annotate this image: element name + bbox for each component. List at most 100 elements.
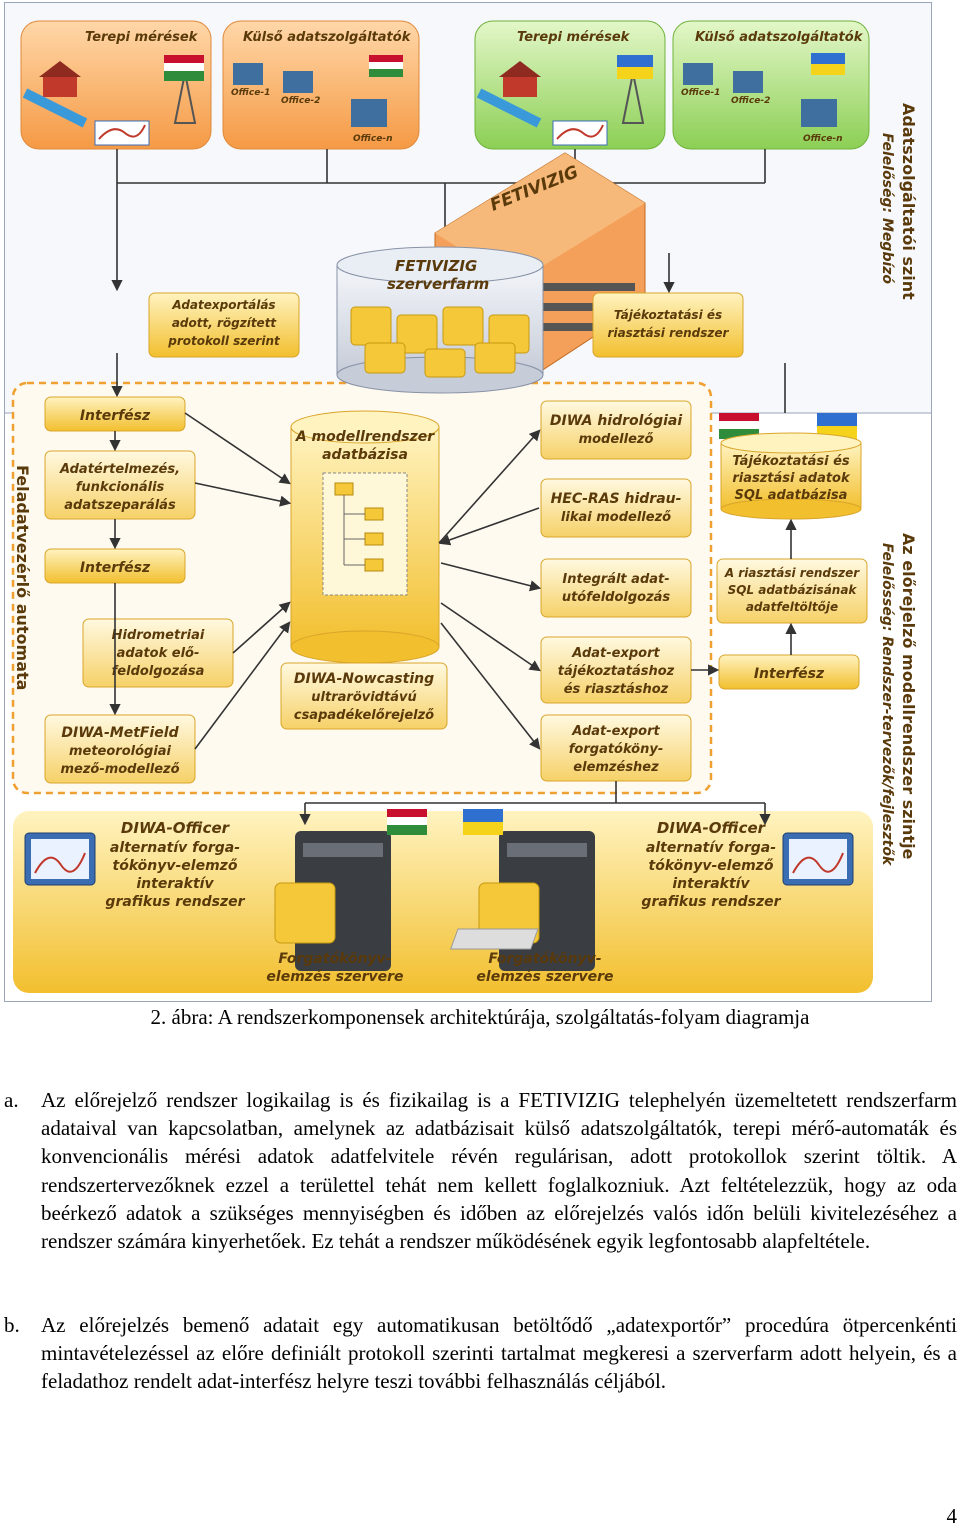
data-export-box: Adatexportálás adott, rögzített protokol… [148,292,300,358]
hecras-line-2: likai modellező [561,510,671,525]
srv1-line-2: elemzés szervere [266,969,403,985]
field-ua-label: Terepi mérések [517,30,631,45]
level-mid-resp: Felelősség: Rendszer-tervezők/fejlesztők [879,543,895,867]
interp-line-2: funkcionális [76,480,165,495]
level-top-resp: Felelőség: Megbízó [879,133,895,284]
bottom-officer-region [13,811,873,993]
nowcast-line-1: DIWA-Nowcasting [294,671,434,687]
external-providers-ua: Külső adatszolgáltatók Office-1 Office-2… [672,20,870,150]
nowcast-line-2: ultrarövidtávú [311,690,416,705]
srv1-line-1: Forgatókönyv- [278,951,391,967]
officer-r-line-4: interaktív [672,876,750,892]
metfield-line-3: mező-modellező [60,762,179,777]
level-left-label: Feladatvezérlő automata [13,465,32,690]
hydro-line-3: feldolgozása [112,664,205,679]
srv2-line-1: Forgatókönyv- [488,951,601,967]
interface-3-label: Interfész [754,666,825,682]
officer-left: DIWA-Officer alternatív forga- tókönyv-e… [24,819,246,910]
export-alert-box: Adat-export tájékoztatáshoz és riasztásh… [540,636,692,704]
sqldb-line-1: Tájékoztatási és [732,454,850,469]
sqldb-line-3: SQL adatbázisa [735,488,848,503]
serverfarm-label-1: FETIVIZIG [395,257,477,275]
exp-book-line-3: elemzéshez [573,760,659,775]
export-line-1: Adatexportálás [171,298,275,312]
level-mid-label: Az előrejelző modellrendszer szintje [899,533,918,860]
item-a-marker: a. [4,1088,19,1112]
hecras-line-1: HEC-RAS hidrau- [551,491,682,507]
metfield-line-1: DIWA-MetField [61,725,179,741]
ext-hu-label: Külső adatszolgáltatók [243,30,412,45]
exp-book-line-2: forgatóköny- [569,742,663,757]
sqlfill-line-1: A riasztási rendszer [724,566,860,580]
figure-caption: 2. ábra: A rendszerkomponensek architekt… [150,1005,810,1029]
interp-line-3: adatszeparálás [64,498,176,513]
serverfarm-label-2: szerverfarm [387,275,489,293]
office1-label-ua: Office-1 [681,88,720,98]
office2-label: Office-2 [281,96,320,106]
interface-1: Interfész [44,396,186,432]
level-top-label: Adatszolgáltatói szint [899,103,918,300]
integr-line-2: utófeldolgozás [562,590,671,605]
exp-book-line-1: Adat-export [571,724,660,739]
scenario-server-hu: Forgatókönyv- elemzés szervere [266,809,427,985]
officer-line-4: interaktív [136,876,214,892]
sql-filler-box: A riasztási rendszer SQL adatbázisának a… [716,558,868,624]
office2-label-ua: Office-2 [731,96,770,106]
alert-line-2: riasztási rendszer [608,326,730,340]
field-measurements-hu: Terepi mérések [20,20,212,150]
sqlfill-line-2: SQL adatbázisának [728,583,858,597]
officer-right: DIWA-Officer alternatív forga- tókönyv-e… [450,819,854,950]
item-a-paragraph: Az előrejelző rendszer logikailag is és … [41,1088,957,1254]
officer-r-line-5: grafikus rendszer [641,894,781,910]
integr-line-1: Integrált adat- [562,572,669,587]
export-line-3: protokoll szerint [167,334,281,348]
exp-alert-line-3: és riasztáshoz [564,682,669,697]
modeldb-line-2: adatbázisa [322,447,408,463]
export-line-2: adott, rögzített [172,316,278,330]
officer-r-line-2: alternatív forga- [646,840,776,856]
exp-alert-line-1: Adat-export [571,646,660,661]
item-b-marker: b. [4,1313,20,1337]
external-providers-hu: Külső adatszolgáltatók Office-1 Office-2… [222,20,420,150]
metfield-box: DIWA-MetField meteorológiai mező-modelle… [44,714,196,784]
interp-line-1: Adatértelmezés, [59,462,180,477]
modeldb-line-1: A modellrendszer [295,429,435,445]
alert-line-1: Tájékoztatási és [614,308,722,322]
data-interpretation-box: Adatértelmezés, funkcionális adatszepará… [44,450,196,520]
page-number: 4 [946,1504,958,1528]
officer-line-2: alternatív forga- [110,840,240,856]
interface-2: Interfész [44,548,186,584]
officer-r-line-3: tókönyv-elemző [649,858,774,874]
metfield-line-2: meteorológiai [69,744,172,759]
nowcasting-box: DIWA-Nowcasting ultrarövidtávú csapadéke… [280,662,448,730]
export-scenario-box: Adat-export forgatóköny- elemzéshez [540,714,692,782]
sqldb-line-2: riasztási adatok [732,471,851,486]
item-b-paragraph: Az előrejelzés bemenő adatait egy automa… [41,1313,957,1394]
interface-2-label: Interfész [80,560,151,576]
field-measurements-ua: Terepi mérések [474,20,666,150]
officen-label: Office-n [353,134,392,144]
srv2-line-2: elemzés szervere [476,969,613,985]
alert-system-box: Tájékoztatási és riasztási rendszer [592,292,744,358]
officer-line-3: tókönyv-elemző [113,858,238,874]
officer-line-5: grafikus rendszer [105,894,245,910]
hydrometric-box: Hidrometriai adatok elő- feldolgozása [82,618,234,688]
sqlfill-line-3: adatfeltöltője [746,600,838,614]
interface-1-label: Interfész [80,408,151,424]
diwa-hydro-box: DIWA hidrológiai modellező [540,400,692,460]
model-database: A modellrendszer adatbázisa [290,410,440,664]
architecture-diagram: Terepi mérések Külső adatszolgáltatók Of… [4,2,932,1002]
officen-label-ua: Office-n [803,134,842,144]
office1-label: Office-1 [231,88,270,98]
hydro-line-1: Hidrometriai [112,628,205,643]
diwa-hydro-line-2: modellező [579,432,654,447]
hydro-line-2: adatok elő- [117,646,200,661]
interface-3: Interfész [718,654,860,690]
field-hu-label: Terepi mérések [85,30,199,45]
diwa-hydro-line-1: DIWA hidrológiai [550,413,682,429]
hecras-box: HEC-RAS hidrau- likai modellező [540,478,692,538]
nowcast-line-3: csapadékelőrejelző [294,708,434,723]
server-farm: FETIVIZIG szerverfarm [336,246,544,394]
sql-database: Tájékoztatási és riasztási adatok SQL ad… [720,432,862,520]
ext-ua-label: Külső adatszolgáltatók [695,30,864,45]
